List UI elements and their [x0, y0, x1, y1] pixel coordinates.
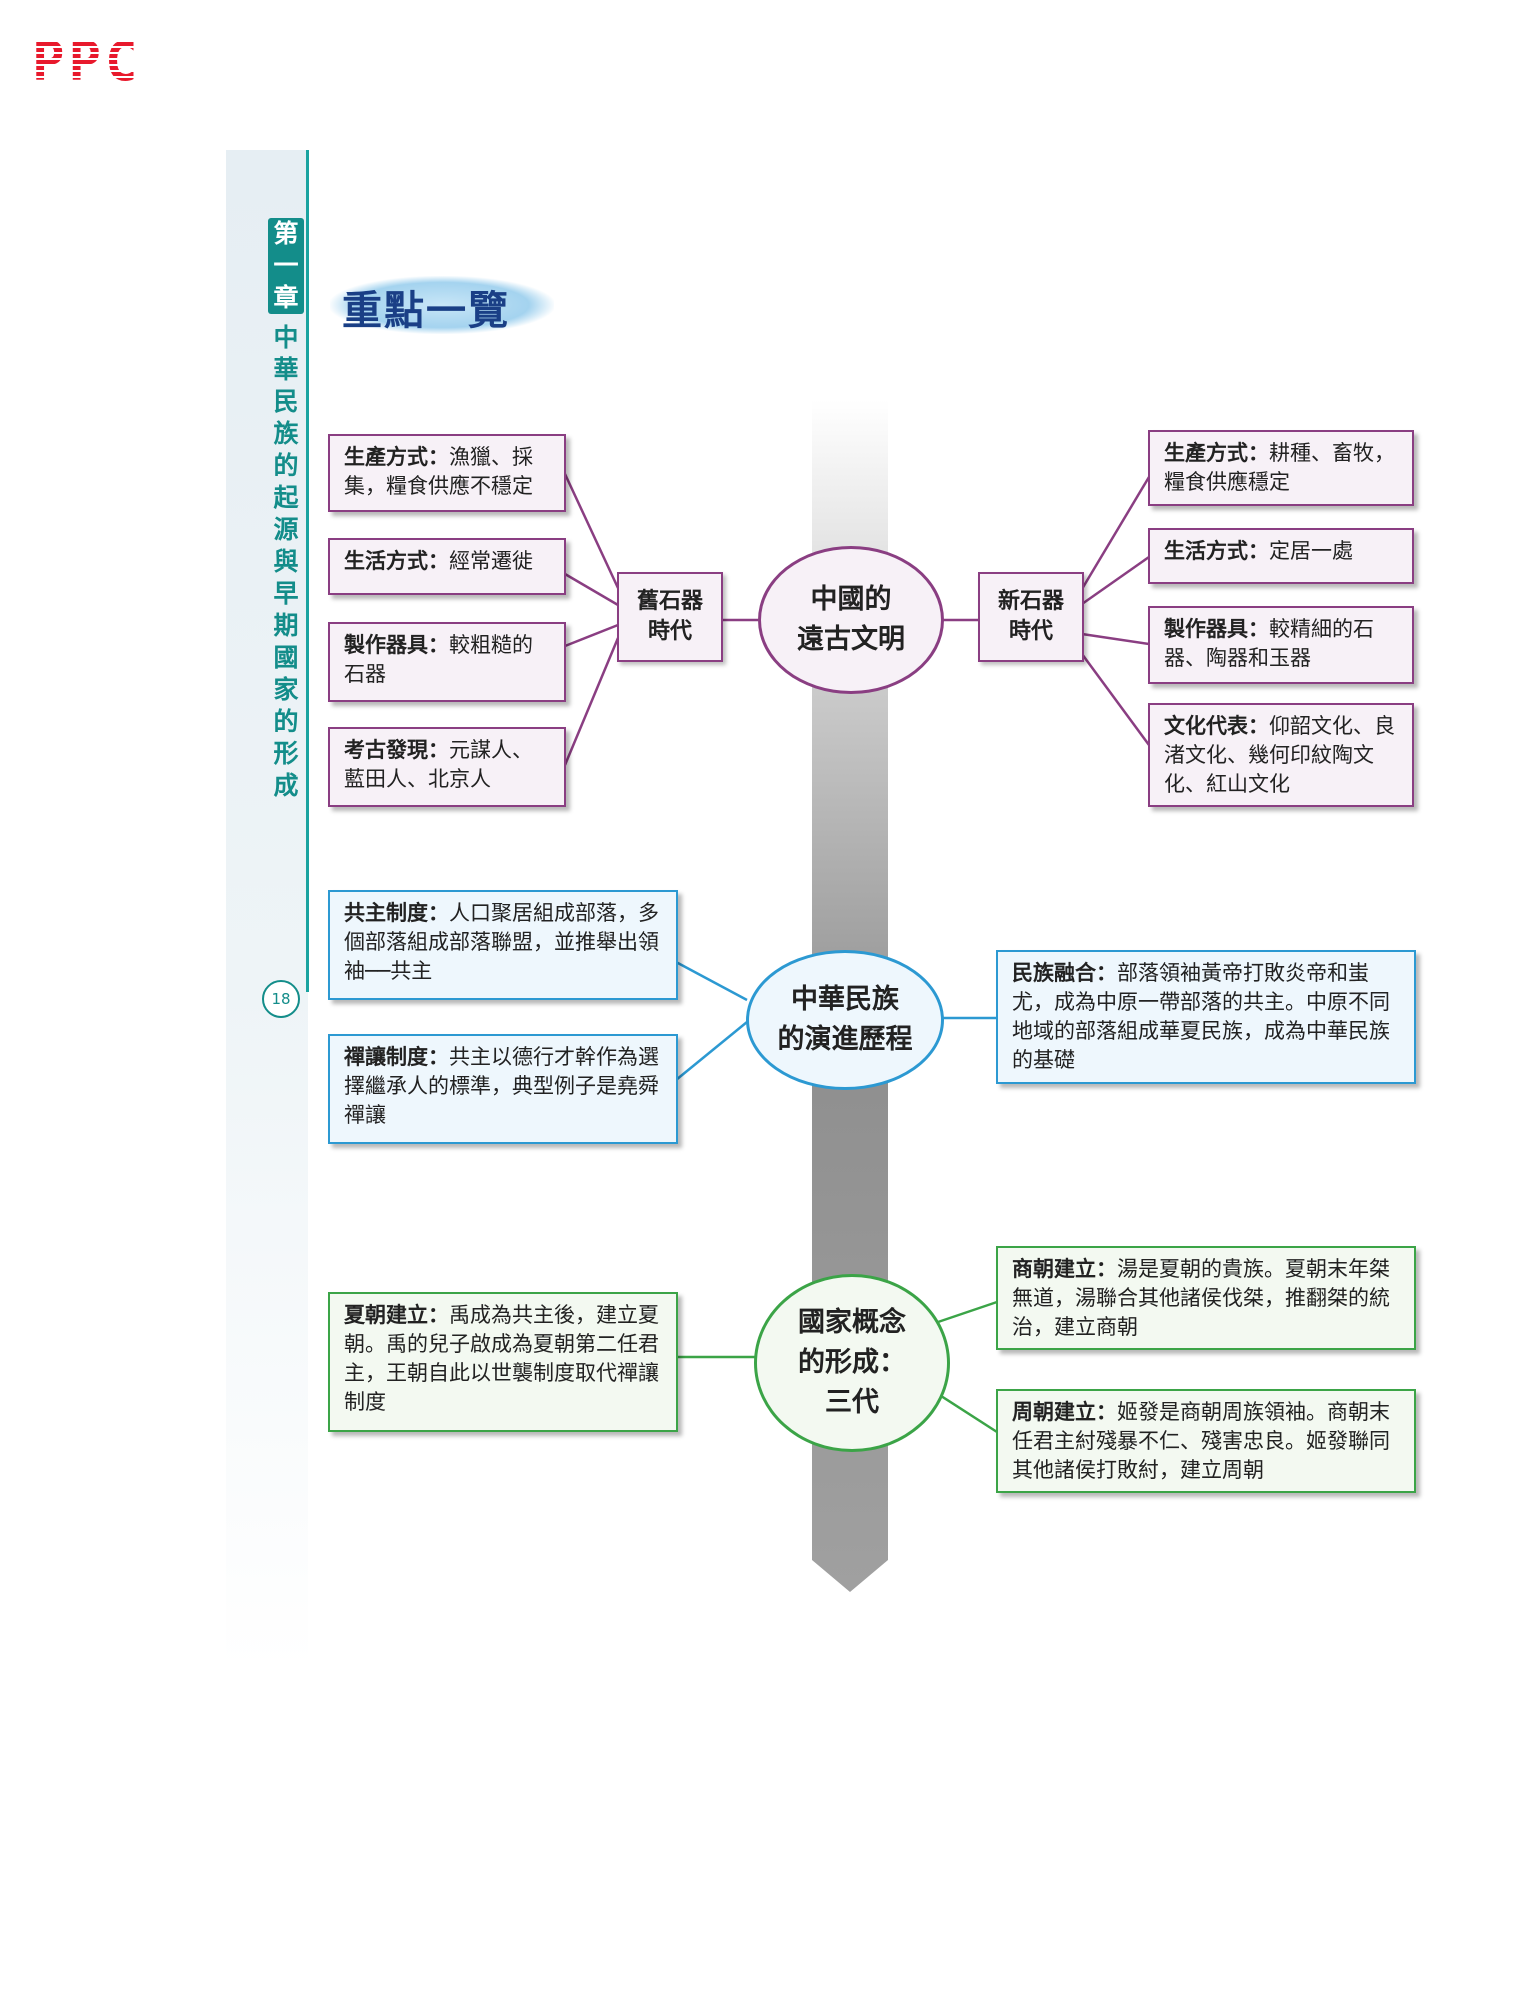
node-ancient-civilization: 中國的 遠古文明 — [758, 546, 944, 694]
chapter-sidebar — [226, 150, 308, 1670]
abdication-system-box: 民族融合： 禪讓制度：共主以德行才幹作為選擇繼承人的標準，典型例子是堯舜禪讓 — [328, 1034, 678, 1144]
node-neolithic: 新石器 時代 — [978, 572, 1084, 662]
node-chinese-nation: 中華民族 的演進歷程 — [746, 950, 944, 1090]
publisher-logo: PPC — [32, 30, 142, 93]
chapter-heading: 第 一 章 中 華 民 族 的 起 源 與 早 期 國 家 的 形 成 — [268, 218, 304, 802]
chapter-label: 第 一 章 — [268, 218, 304, 314]
paleolithic-lifestyle-box: 生活方式：經常遷徙 — [328, 538, 566, 595]
section-title-banner — [330, 276, 554, 334]
neolithic-culture-box: 文化代表：仰韶文化、良渚文化、幾何印紋陶文化、紅山文化 — [1148, 703, 1414, 807]
node-three-dynasties: 國家概念 的形成： 三代 — [754, 1274, 950, 1452]
neolithic-tools-box: 製作器具：較精細的石器、陶器和玉器 — [1148, 606, 1414, 684]
shang-dynasty-box: 商朝建立：湯是夏朝的貴族。夏朝末年桀無道，湯聯合其他諸侯伐桀，推翻桀的統治，建立… — [996, 1246, 1416, 1350]
page-number: 18 — [262, 980, 300, 1018]
neolithic-production-box: 生產方式：耕種、畜牧，糧食供應穩定 — [1148, 430, 1414, 506]
paleolithic-discoveries-box: 考古發現：元謀人、藍田人、北京人 — [328, 727, 566, 807]
xia-dynasty-box: 夏朝建立：禹成為共主後，建立夏朝。禹的兒子啟成為夏朝第二任君主，王朝自此以世襲制… — [328, 1292, 678, 1432]
section-title: 重點一覽 — [342, 287, 510, 334]
ethnic-fusion-box: 民族融合：部落領袖黃帝打敗炎帝和蚩尤，成為中原一帶部落的共主。中原不同地域的部落… — [996, 950, 1416, 1084]
paleolithic-production-box: 生產方式：漁獵、採集，糧食供應不穩定 — [328, 434, 566, 512]
node-paleolithic: 舊石器 時代 — [617, 572, 723, 662]
zhou-dynasty-box: 周朝建立：姬發是商朝周族領袖。商朝末任君主紂殘暴不仁、殘害忠良。姬發聯同其他諸侯… — [996, 1389, 1416, 1493]
chapter-title: 中 華 民 族 的 起 源 與 早 期 國 家 的 形 成 — [273, 323, 299, 800]
neolithic-lifestyle-box: 生活方式：定居一處 — [1148, 528, 1414, 584]
overlord-system-box: 共主制度：人口聚居組成部落，多個部落組成部落聯盟，並推舉出領袖──共主 — [328, 890, 678, 1000]
sidebar-divider — [306, 150, 309, 992]
paleolithic-tools-box: 製作器具：較粗糙的石器 — [328, 622, 566, 702]
